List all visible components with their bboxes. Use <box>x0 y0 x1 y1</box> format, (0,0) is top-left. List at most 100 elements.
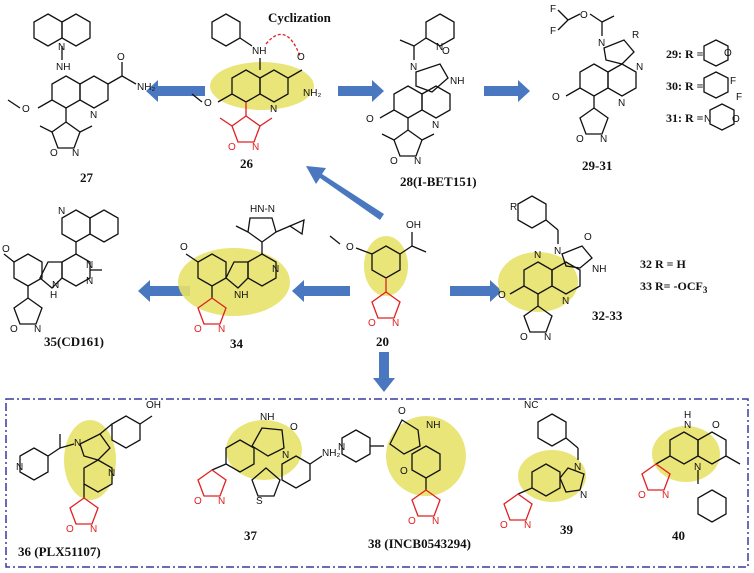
atom-n: N <box>694 462 701 473</box>
compound-37: NH O N NH₂ S O N 37 <box>194 412 340 543</box>
atom-hn: HN-N <box>250 204 275 215</box>
atom-n: N <box>410 62 417 73</box>
atom-nh: NH <box>252 46 266 57</box>
label-34: 34 <box>230 336 244 351</box>
atom-n: N <box>252 142 259 153</box>
atom-n: N <box>270 104 277 115</box>
compound-32-33: R N O NH N N O O N 32-33 32 R = H 33 R= … <box>498 195 708 343</box>
atom-n: N <box>684 420 691 431</box>
atom-nh: NH <box>426 420 440 431</box>
label-38: 38 (INCB0543294) <box>368 536 471 551</box>
atom-n: N <box>414 156 421 167</box>
atom-o: O <box>442 46 450 57</box>
atom-n: N <box>218 324 225 335</box>
highlight-34 <box>178 248 290 316</box>
atom-f: F <box>550 4 556 15</box>
examples-dashed-box <box>5 398 749 568</box>
compound-39: NC N N O N 39 <box>500 400 587 537</box>
atom-o: O <box>2 244 10 255</box>
atom-o: O <box>498 290 506 301</box>
compound-26: NH Cyclization N O NH₂ O O N 26 <box>191 10 332 171</box>
atom-o: O <box>204 98 212 109</box>
atom-o: O <box>50 148 58 159</box>
r-label-31: 31: R = <box>666 111 704 125</box>
atom-n: N <box>562 296 569 307</box>
atom-o: O <box>297 52 305 63</box>
atom-o: O <box>228 142 236 153</box>
atom-n: N <box>58 206 65 217</box>
atom-n: N <box>272 264 279 275</box>
atom-n: N <box>90 110 97 121</box>
label-35: 35(CD161) <box>44 334 104 349</box>
label-36: 36 (PLX51107) <box>18 544 101 559</box>
compound-40: H N O N O N 40 <box>638 410 741 543</box>
atom-o: O <box>724 48 732 59</box>
r-label-29: 29: R = <box>666 47 704 61</box>
r-label-33-main: 33 R= -OCF <box>640 279 703 293</box>
atom-nh: NH <box>56 62 70 73</box>
atom-f: F <box>736 92 742 103</box>
atom-o: O <box>180 242 188 253</box>
compound-35: N N N H N O O N 35(CD161) <box>2 206 119 349</box>
atom-n: N <box>16 462 23 473</box>
atom-o: O <box>580 10 588 21</box>
atom-o: O <box>290 422 298 433</box>
atom-n: N <box>436 42 443 53</box>
atom-n: N <box>90 524 97 535</box>
atom-n: N <box>86 276 93 287</box>
atom-oh: OH <box>406 220 421 231</box>
atom-n: N <box>432 120 439 131</box>
label-29-31: 29-31 <box>582 158 612 173</box>
label-28: 28(I-BET151) <box>400 174 477 189</box>
highlight-36 <box>64 420 116 500</box>
compound-28: N N O NH N O O N 28(I-BET151) <box>366 13 477 189</box>
atom-o: O <box>10 324 18 335</box>
atom-n: N <box>218 496 225 507</box>
cyclization-label: Cyclization <box>268 10 332 25</box>
label-39: 39 <box>560 522 574 537</box>
atom-o: O <box>400 466 408 477</box>
arrow-20-to-box <box>373 352 395 392</box>
atom-n: N <box>554 246 561 257</box>
atom-n: N <box>574 462 581 473</box>
atom-nh: NH <box>234 290 248 301</box>
atom-n: N <box>598 38 605 49</box>
atom-n: N <box>600 134 607 145</box>
atom-n: N <box>338 442 345 453</box>
r-label-30: 30: R = <box>666 79 704 93</box>
atom-o: O <box>638 490 646 501</box>
r-label-32: 32 R = H <box>640 257 687 271</box>
atom-n: N <box>74 438 81 449</box>
atom-o: O <box>368 318 376 329</box>
highlight-40 <box>652 426 720 482</box>
atom-nh2: NH₂ <box>303 88 321 99</box>
atom-oh: OH <box>146 400 161 411</box>
arrow-34-to-35 <box>138 280 190 302</box>
atom-n: N <box>392 318 399 329</box>
atom-r: R <box>510 202 517 213</box>
atom-h: H <box>50 290 57 301</box>
atom-o: O <box>398 406 406 417</box>
compound-20: O OH O N 20 <box>329 220 427 349</box>
compound-29-31: F F O N R N N O O N 29-31 29: R = O 30: … <box>550 4 742 173</box>
atom-s: S <box>256 496 263 507</box>
atom-nh: NH <box>450 76 464 87</box>
compound-27: N NH N O NH₂ O O N 27 <box>7 13 155 185</box>
atom-n: N <box>544 332 551 343</box>
atom-n: N <box>636 62 643 73</box>
atom-o: O <box>712 420 720 431</box>
arrow-28-to-29 <box>484 80 530 102</box>
atom-n: N <box>108 468 115 479</box>
atom-nh2: NH₂ <box>137 82 155 93</box>
atom-n: N <box>534 250 541 261</box>
r-label-33-sub: 3 <box>703 285 708 295</box>
atom-h: H <box>684 410 691 421</box>
label-32-33: 32-33 <box>592 308 623 323</box>
atom-nh: NH <box>592 264 606 275</box>
label-20: 20 <box>376 334 389 349</box>
atom-r: R <box>632 30 639 41</box>
atom-n: N <box>86 260 93 271</box>
arrow-20-to-34 <box>292 280 350 302</box>
atom-n: N <box>72 148 79 159</box>
